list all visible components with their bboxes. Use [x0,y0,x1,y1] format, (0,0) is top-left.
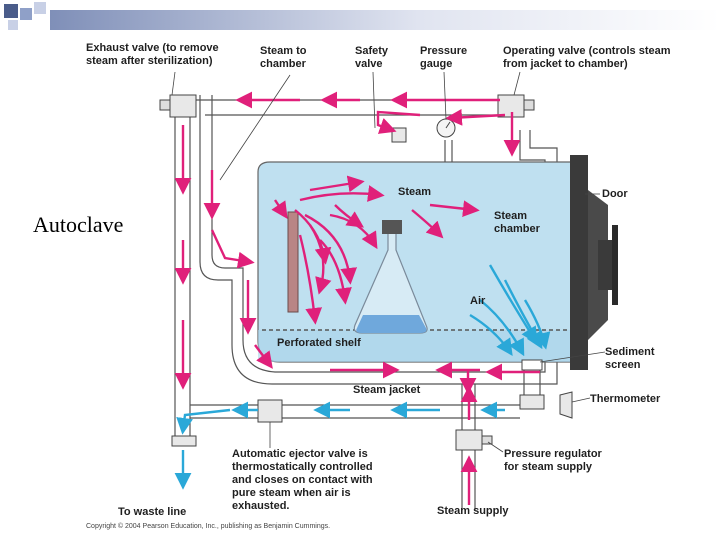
door-handle [598,240,616,290]
label-air: Air [470,295,486,307]
ejector-valve [257,399,283,423]
door-wheel [612,225,618,305]
safety-valve [391,127,407,143]
corner-decoration [0,0,720,30]
thermometer-fitting [519,394,545,410]
sediment-screen [521,359,543,371]
operating-valve-cap [523,99,535,111]
label-perforated-shelf: Perforated shelf [277,337,361,349]
label-safety-valve: Safety valve [355,45,389,70]
label-door: Door [602,188,628,200]
slide-title: Autoclave [33,212,124,237]
copyright-text: Copyright © 2004 Pearson Education, Inc.… [86,523,331,530]
thermostat-rod [287,211,299,313]
label-pressure-gauge: Pressure gauge [420,45,468,70]
label-pressure-regulator: Pressure regulator for steam supply [504,448,602,473]
door [570,155,588,370]
label-operating-valve: Operating valve (controls steam from jac… [503,45,671,70]
steam-arrows [174,91,540,505]
decor-square [4,4,18,18]
label-thermometer: Thermometer [590,393,661,405]
label-steam: Steam [398,186,432,198]
thermometer [559,391,573,419]
label-steam-jacket: Steam jacket [353,384,421,396]
label-exhaust-valve: Exhaust valve (to remove steam after ste… [86,42,219,67]
decor-square [34,2,46,14]
pressure-regulator [455,429,483,451]
label-sediment-screen: Sediment screen [605,346,655,371]
leader-lines [171,71,606,453]
label-to-waste-line: To waste line [118,506,187,518]
label-ejector-valve: Automatic ejector valve is thermostatica… [232,448,373,512]
decor-square [8,20,18,30]
flask-stopper [382,220,402,234]
flask-liquid [356,315,427,333]
air-arrows [174,264,551,490]
exhaust-valve [169,94,197,118]
label-steam-chamber: Steam chamber [494,210,540,235]
decor-square [20,8,32,20]
pressure-regulator-knob [481,435,493,445]
label-steam-to-chamber: Steam to chamber [260,45,307,70]
steam-jacket-outline [199,95,558,385]
label-steam-supply: Steam supply [437,505,509,517]
exhaust-valve-cap [159,99,171,111]
waste-coupling [171,435,197,447]
decor-bar [50,10,720,30]
